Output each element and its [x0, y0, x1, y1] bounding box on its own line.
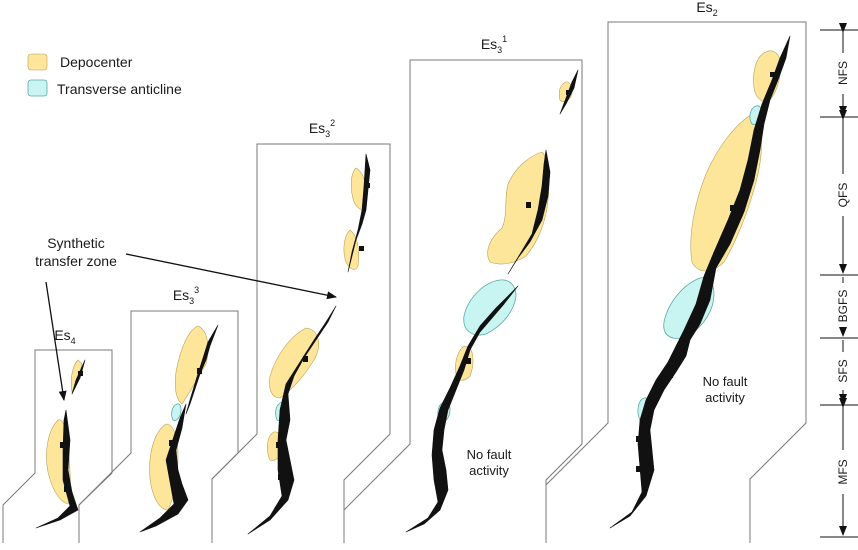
annotation-arrow-to-es4	[45, 281, 67, 401]
fault-tick	[770, 72, 775, 77]
fault-tick	[169, 472, 174, 478]
fault-tick	[64, 486, 69, 492]
stage-es3-2-frame	[211, 143, 391, 543]
fault-es4-main	[35, 409, 79, 529]
segment-label-bgfs: BGFS	[836, 290, 850, 323]
fault-es3-2-top	[347, 153, 371, 273]
stage-es4-panel: Es4	[2, 327, 113, 543]
legend-depocenter-label: Depocenter	[60, 54, 133, 70]
fault-es2-main	[609, 35, 791, 529]
fault-tick	[466, 358, 471, 364]
fault-es3-1-main	[405, 285, 519, 533]
fault-es3-1-mid	[507, 149, 551, 275]
fault-segment-axis: NFS QFS BGFS SFS MFS	[820, 23, 858, 538]
stage-es3-3-panel: Es33	[78, 285, 239, 543]
stage-es3-2-panel: Es32	[211, 118, 391, 543]
segment-label-mfs: MFS	[836, 459, 850, 484]
fault-tick	[278, 474, 283, 480]
legend-depocenter-swatch	[27, 53, 48, 71]
fault-tick	[636, 466, 641, 472]
legend-anticline-label: Transverse anticline	[57, 81, 182, 97]
legend-anticline-swatch	[27, 79, 48, 97]
fault-tick	[636, 436, 641, 442]
stage-es4-label: Es4	[54, 327, 75, 346]
fault-tick	[197, 368, 202, 374]
fault-tick	[436, 466, 441, 472]
segment-label-qfs: QFS	[836, 183, 850, 208]
fault-tick	[60, 442, 65, 448]
depocenter-es2-main	[690, 113, 762, 272]
fault-es3-2-main	[247, 305, 337, 535]
depocenter-es3-1-main	[487, 151, 550, 265]
stage-es2-label: Es2	[696, 0, 717, 18]
fault-tick	[566, 90, 571, 95]
fault-tick	[172, 488, 177, 494]
annotation-arrow-to-es3-2	[125, 253, 337, 300]
fault-tick	[359, 246, 364, 251]
fault-tick	[303, 356, 308, 362]
fault-es3-3-main	[139, 403, 189, 533]
fault-tick	[276, 442, 281, 448]
segment-label-nfs: NFS	[836, 61, 850, 85]
stage-es3-1-label: Es31	[481, 34, 507, 55]
anticline-es3-3	[171, 403, 182, 421]
fault-tick	[668, 372, 673, 378]
fault-tick	[78, 371, 83, 376]
stage-es3-1-frame	[343, 59, 583, 543]
stage-es2-frame	[545, 21, 807, 543]
stage-es3-3-frame	[78, 310, 239, 543]
stage-es3-3-label: Es33	[173, 285, 199, 306]
stage-es3-2-label: Es32	[309, 118, 335, 139]
fault-tick	[169, 440, 174, 446]
legend: Depocenter Transverse anticline	[27, 53, 182, 97]
fault-tick	[526, 202, 531, 208]
segment-label-sfs: SFS	[836, 359, 850, 382]
depocenter-es3-2-mid	[269, 327, 319, 399]
fault-tick	[365, 183, 370, 188]
fault-tick	[730, 205, 735, 211]
anticline-es3-1-large	[463, 279, 517, 336]
fault-tick	[436, 436, 441, 442]
fault-es3-3-north	[185, 324, 219, 415]
